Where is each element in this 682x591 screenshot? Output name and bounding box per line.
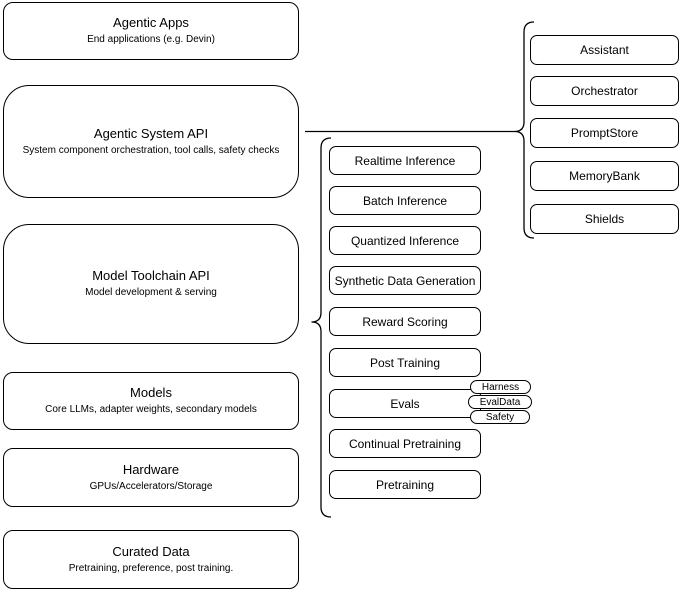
box-subtitle: GPUs/Accelerators/Storage	[89, 480, 213, 492]
evals-tag-label: Harness	[481, 381, 520, 393]
toolchain-item-label: Post Training	[369, 355, 441, 370]
box-title: Curated Data	[112, 543, 190, 559]
box-subtitle: End applications (e.g. Devin)	[87, 34, 215, 45]
toolchain-item-label: Pretraining	[375, 477, 435, 492]
toolchain-item-batch-inference: Batch Inference	[329, 186, 481, 215]
component-promptstore: PromptStore	[530, 118, 679, 148]
evals-tag-evaldata: EvalData	[468, 395, 532, 409]
box-title: Model Toolchain API	[92, 268, 210, 283]
evals-tag-safety: Safety	[470, 410, 530, 424]
component-orchestrator: Orchestrator	[530, 76, 679, 106]
component-label: Shields	[584, 212, 625, 226]
evals-tag-harness: Harness	[470, 380, 531, 394]
box-subtitle: Pretraining, preference, post training.	[68, 562, 234, 574]
toolchain-item-post-training: Post Training	[329, 348, 481, 377]
box-title: Agentic System API	[93, 125, 209, 141]
box-model-toolchain-api: Model Toolchain API Model development & …	[3, 224, 299, 344]
box-subtitle: Model development & serving	[85, 287, 217, 298]
box-agentic-apps: Agentic Apps End applications (e.g. Devi…	[3, 2, 299, 60]
box-subtitle: Core LLMs, adapter weights, secondary mo…	[45, 404, 257, 415]
toolchain-item-label: Synthetic Data Generation	[334, 273, 476, 288]
component-label: PromptStore	[570, 126, 639, 140]
toolchain-item-reward-scoring: Reward Scoring	[329, 307, 481, 336]
toolchain-item-label: Quantized Inference	[350, 233, 460, 248]
evals-tag-label: EvalData	[479, 396, 521, 408]
component-memorybank: MemoryBank	[530, 161, 679, 191]
toolchain-item-evals: Evals	[329, 389, 481, 418]
box-title: Hardware	[122, 461, 180, 477]
toolchain-item-label: Realtime Inference	[354, 153, 456, 168]
component-label: Assistant	[580, 43, 629, 57]
toolchain-item-label: Reward Scoring	[362, 314, 448, 329]
toolchain-item-quantized-inference: Quantized Inference	[329, 226, 481, 255]
toolchain-item-pretraining: Pretraining	[329, 470, 481, 499]
toolchain-item-continual-pretraining: Continual Pretraining	[329, 429, 481, 458]
box-models: Models Core LLMs, adapter weights, secon…	[3, 372, 299, 430]
toolchain-item-realtime-inference: Realtime Inference	[329, 146, 481, 175]
box-title: Agentic Apps	[113, 15, 189, 30]
component-assistant: Assistant	[530, 35, 679, 65]
box-subtitle: System component orchestration, tool cal…	[22, 144, 280, 156]
box-agentic-system-api: Agentic System API System component orch…	[3, 85, 299, 198]
box-title: Models	[130, 385, 172, 400]
toolchain-item-label: Evals	[390, 396, 420, 411]
toolchain-item-synthetic-data-generation: Synthetic Data Generation	[329, 266, 481, 295]
evals-tag-label: Safety	[485, 411, 515, 423]
component-label: Orchestrator	[571, 84, 638, 98]
box-hardware: Hardware GPUs/Accelerators/Storage	[3, 448, 299, 507]
toolchain-item-label: Batch Inference	[362, 193, 448, 208]
toolchain-item-label: Continual Pretraining	[348, 436, 462, 451]
box-curated-data: Curated Data Pretraining, preference, po…	[3, 530, 299, 589]
component-shields: Shields	[530, 204, 679, 234]
component-label: MemoryBank	[569, 169, 640, 183]
